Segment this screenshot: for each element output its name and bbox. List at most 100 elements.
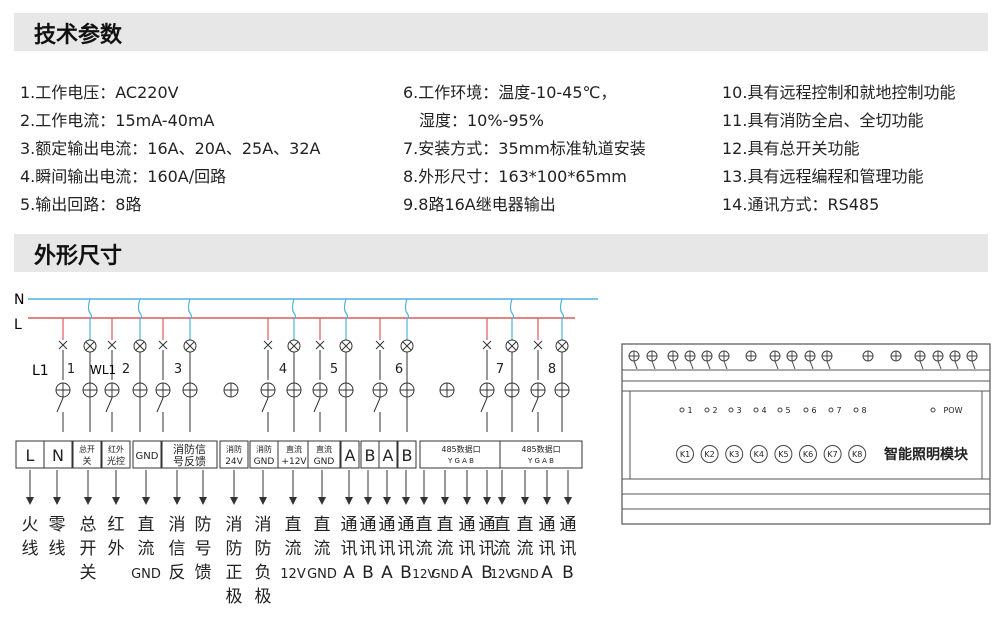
- arrow-head: [383, 497, 391, 505]
- arrow-head: [112, 497, 120, 505]
- terminal-block-1: L火线: [15, 440, 45, 559]
- desc-char: GND: [511, 567, 539, 581]
- params-column-1: 1.工作电压：AC220V 2.工作电流：15mA-40mA 3.额定输出电流：…: [20, 79, 321, 219]
- screw-lead: [651, 360, 656, 370]
- lamp-cross: [557, 341, 567, 351]
- screw-lead: [937, 360, 942, 370]
- circuit-number-7: 7: [496, 362, 504, 377]
- terminal-letter: A: [383, 446, 394, 465]
- screw-lead: [689, 360, 694, 370]
- key-button-2: [700, 445, 719, 463]
- arrow-head: [345, 497, 353, 505]
- terminal-box: [72, 440, 102, 469]
- status-led-7: [828, 407, 834, 413]
- led-label-2: 2: [712, 406, 717, 415]
- lamp-6: [400, 298, 414, 432]
- arrow-head: [564, 497, 572, 505]
- desc-char: 流: [138, 539, 155, 559]
- lamp-wire: [87, 298, 93, 340]
- desc-char: 号: [195, 539, 212, 559]
- terminal-label-bottom: 关: [82, 455, 91, 467]
- arrow-head: [142, 497, 150, 505]
- key-label-8: K8: [852, 450, 862, 459]
- terminal-box: [397, 440, 417, 469]
- terminal-4-b: [286, 382, 302, 398]
- arrow-head: [259, 497, 267, 505]
- module-screw-2: [646, 350, 658, 370]
- output-lead-8: [537, 412, 563, 428]
- switch-contact: [480, 397, 488, 413]
- switch-2: [105, 318, 117, 432]
- terminal-letter: B: [402, 446, 413, 465]
- terminal-box: [101, 440, 131, 469]
- module-face: [629, 390, 983, 480]
- l-line-label: L: [14, 317, 22, 333]
- desc-char: 消: [226, 515, 243, 535]
- param-item: 3.额定输出电流：16A、20A、25A、32A: [20, 139, 321, 158]
- status-led-5: [777, 407, 783, 413]
- terminal-4-a: [260, 382, 276, 398]
- desc-char: 流: [517, 539, 534, 559]
- terminal-5-b: [338, 382, 354, 398]
- terminal-letter: N: [52, 446, 64, 465]
- param-item: 6.工作环境：温度-10-45℃，: [403, 83, 617, 102]
- desc-char: 消: [255, 515, 272, 535]
- dimensions-title: 外形尺寸: [34, 244, 123, 269]
- tech-params-header: 技术参数: [14, 13, 988, 51]
- key-button-3: [725, 445, 744, 463]
- desc-char: 流: [314, 539, 331, 559]
- terminal-box: [499, 440, 583, 469]
- screw-lead: [672, 360, 677, 370]
- led-label-7: 7: [836, 406, 841, 415]
- terminal-label-bottom: GND: [314, 457, 335, 467]
- status-led-6: [803, 407, 809, 413]
- desc-char: 线: [22, 539, 39, 559]
- screw-lead: [971, 360, 976, 370]
- arrow-head: [463, 497, 471, 505]
- module-screw-8: [769, 350, 781, 370]
- terminal-label-bottom: GND: [254, 457, 275, 467]
- lamp-cross: [402, 341, 412, 351]
- terminal-label-top: 总开: [79, 444, 95, 454]
- arrow-head: [230, 497, 238, 505]
- switch-x: [158, 340, 168, 350]
- port-label: 485数据口: [441, 444, 480, 454]
- desc-char: 通: [379, 515, 396, 535]
- switch-contact: [313, 397, 321, 413]
- screw-lead: [706, 360, 711, 370]
- arrow-head: [289, 497, 297, 505]
- terminal-letter: B: [365, 446, 376, 465]
- lamp-cross: [85, 341, 95, 351]
- switch-5: [313, 318, 325, 432]
- terminal-label-top: 消防: [226, 444, 242, 454]
- terminal-label-top: 直流: [286, 444, 302, 454]
- desc-char: 直: [494, 515, 511, 535]
- lamp-wire: [509, 298, 515, 340]
- param-item: 8.外形尺寸：163*100*65mm: [403, 167, 627, 186]
- desc-char: A: [541, 563, 553, 583]
- arrow-head: [84, 497, 92, 505]
- desc-char: 关: [80, 563, 97, 583]
- output-lead-2: [111, 412, 141, 428]
- desc-char: 馈: [195, 563, 212, 583]
- desc-char: GND: [307, 567, 337, 582]
- arrow-head: [26, 497, 34, 505]
- port-pins: Y G A B: [527, 457, 554, 465]
- terminal-2-b: [132, 382, 148, 398]
- switch-x: [533, 340, 543, 350]
- desc-char: 负: [255, 563, 272, 583]
- module-screw-6: [718, 350, 730, 370]
- terminal-1-a: [55, 382, 71, 398]
- lamp-wire: [343, 298, 349, 340]
- param-item: 9.8路16A继电器输出: [403, 195, 556, 214]
- tech-params-title: 技术参数: [34, 23, 123, 48]
- screw-lead: [791, 360, 796, 370]
- param-item: 14.通讯方式：RS485: [722, 195, 880, 214]
- terminal-box: [219, 440, 249, 469]
- status-led-2: [704, 407, 710, 413]
- desc-char: 总: [80, 515, 97, 535]
